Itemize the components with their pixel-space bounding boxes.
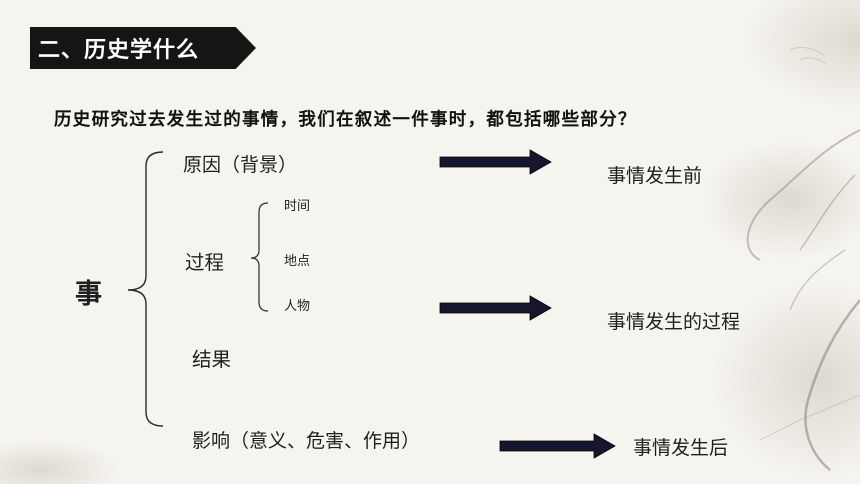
stage-after: 事情发生后 (633, 437, 729, 459)
part-result: 结果 (192, 348, 232, 371)
stage-before: 事情发生前 (607, 165, 703, 187)
part-process: 过程 (185, 251, 225, 274)
question-text: 历史研究过去发生过的事情，我们在叙述一件事时，都包括哪些部分？ (54, 110, 637, 130)
slide-title: 二、历史学什么 (38, 38, 200, 63)
part-impact: 影响（意义、危害、作用） (192, 430, 421, 452)
detail-time: 时间 (284, 199, 311, 214)
part-cause: 原因（背景） (183, 154, 298, 176)
title-banner: 二、历史学什么 (30, 27, 256, 69)
detail-people: 人物 (284, 299, 311, 314)
stage-during: 事情发生的过程 (607, 311, 741, 333)
event-label: 事 (75, 279, 102, 310)
detail-place: 地点 (284, 254, 311, 269)
